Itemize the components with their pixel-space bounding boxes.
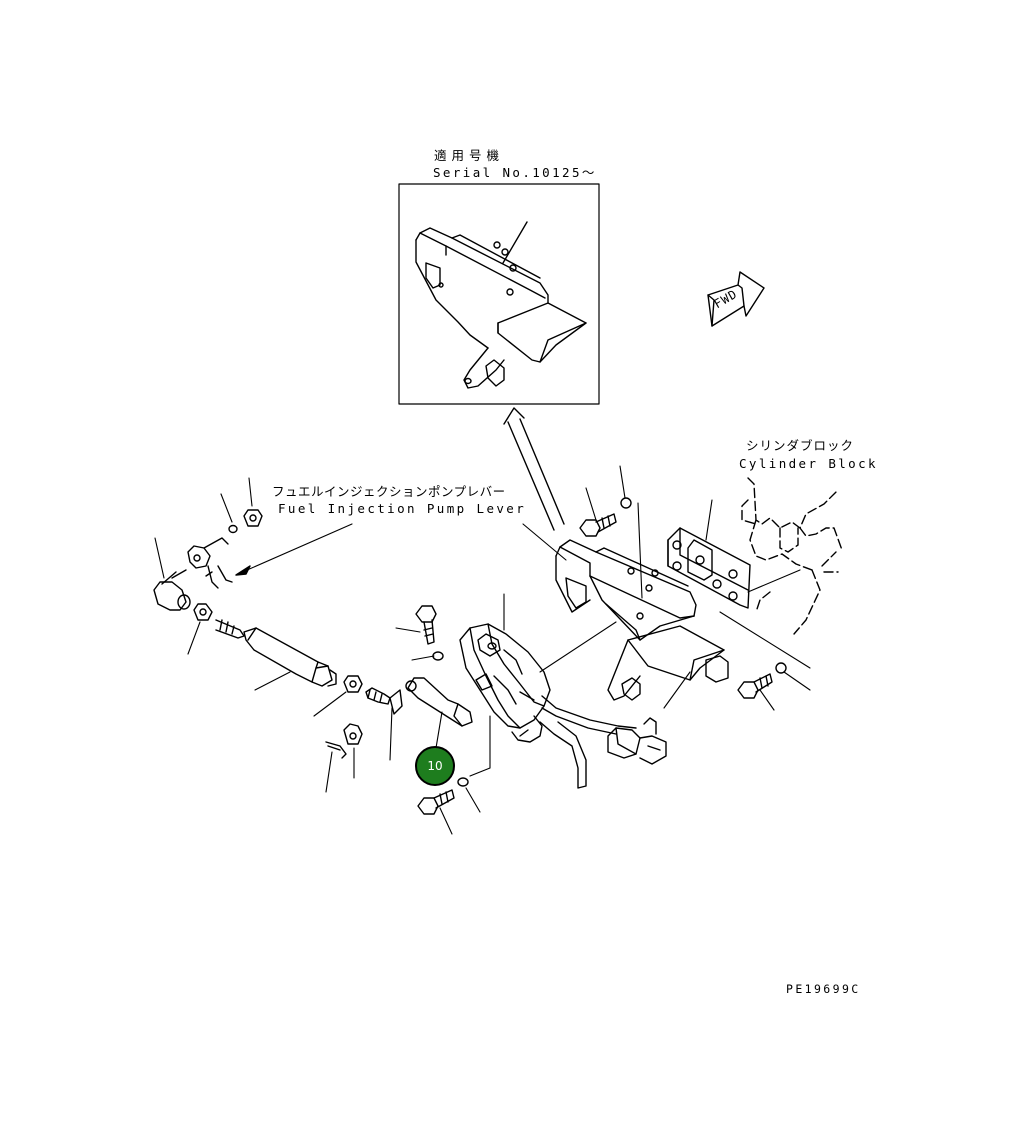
drawing-number: PE19699C (786, 982, 861, 996)
serial-label-en: Serial No.10125～ (433, 165, 597, 180)
serial-inset (398, 183, 600, 405)
cotter-pin (325, 741, 347, 759)
lock-nut (343, 723, 363, 745)
small-nut-top (243, 509, 263, 527)
part-callout-number: 10 (427, 759, 443, 773)
inset-frame (398, 183, 600, 405)
cylinder-block (741, 477, 843, 635)
ball-joint (153, 569, 191, 611)
actuator-cable (539, 695, 637, 789)
cylinder-block-label-jp: シリンダブロック (746, 438, 855, 453)
main-bracket (555, 539, 729, 701)
link-arm (405, 677, 473, 727)
washer-bottom (457, 777, 469, 787)
mounting-plate (667, 527, 751, 609)
pump-lever (187, 524, 238, 589)
pump-lever-label-en: Fuel Injection Pump Lever (278, 501, 527, 516)
pump-lever-label-jp: フュエルインジェクションポンプレバー (272, 484, 506, 499)
serial-label-jp: 適用号機 (434, 148, 505, 163)
part-callout-10[interactable]: 10 (415, 746, 455, 786)
cylinder-block-label-en: Cylinder Block (739, 456, 878, 471)
bolt-upper (415, 605, 437, 645)
bolt-top-right (579, 513, 617, 537)
fwd-arrow-icon (707, 271, 765, 327)
bolt-bottom (417, 789, 455, 815)
inset-leader (502, 221, 528, 264)
lever-leader-arrow (235, 523, 353, 576)
bolt-lower-right (737, 673, 773, 699)
damper-rod (215, 619, 337, 687)
inset-bracket (415, 227, 587, 389)
inset-pointer-arrow (503, 407, 565, 531)
leader-lines (154, 465, 811, 835)
actuator (459, 623, 551, 743)
nut-center (343, 675, 363, 693)
stud-bolt (365, 687, 403, 715)
small-nut-left (193, 603, 213, 621)
washer-top-right (620, 497, 632, 509)
washer-lower-right (775, 662, 787, 674)
connector (607, 717, 667, 765)
